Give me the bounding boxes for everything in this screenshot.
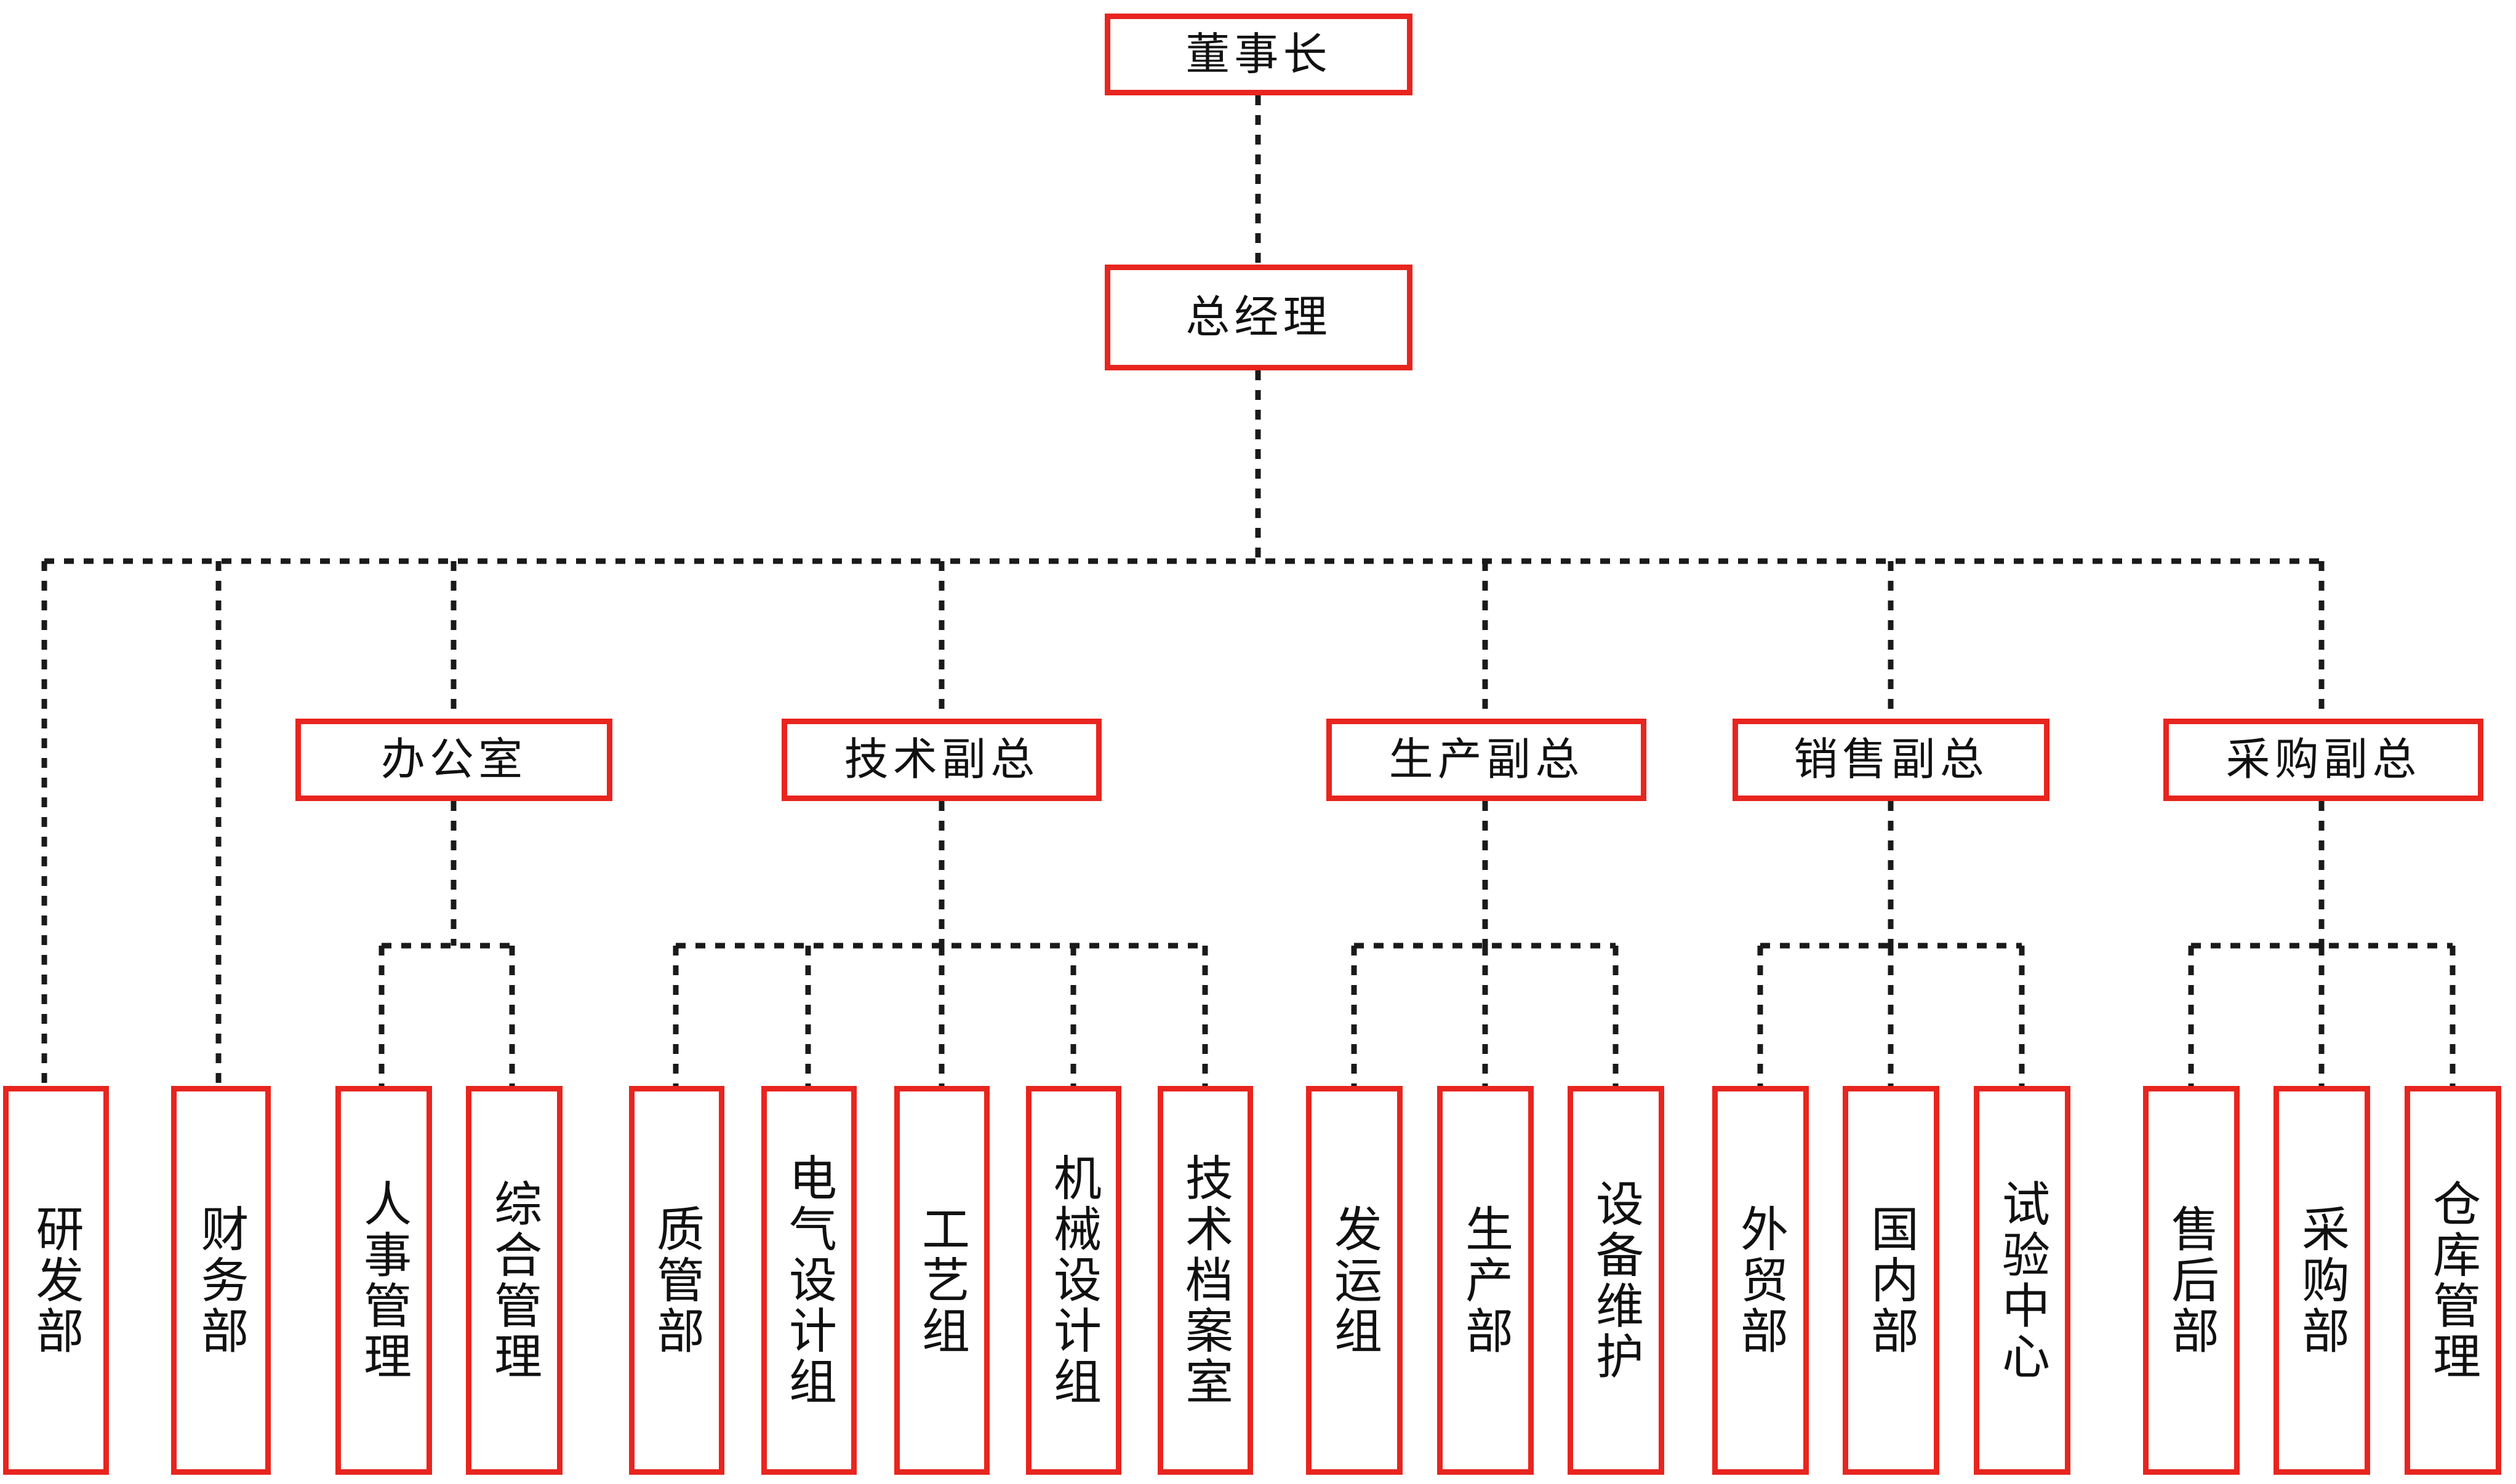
node-general-manager-label: 总经理: [1185, 293, 1332, 342]
node-electrical-design-label: 电气设计组: [782, 1153, 836, 1408]
node-quality-dept-label: 质管部: [650, 1203, 704, 1357]
node-process-group-label: 工艺组: [915, 1203, 969, 1357]
node-quality-dept[interactable]: 质管部: [629, 1086, 724, 1475]
node-purchasing-dept-label: 采购部: [2295, 1203, 2349, 1357]
node-general-mgmt[interactable]: 综合管理: [466, 1086, 563, 1475]
node-tech-archive[interactable]: 技术档案室: [1158, 1086, 1253, 1475]
node-sales-vp[interactable]: 销售副总: [1733, 719, 2049, 801]
node-tech-vp-label: 技术副总: [844, 735, 1040, 784]
node-general-manager[interactable]: 总经理: [1105, 265, 1412, 370]
node-after-sales[interactable]: 售后部: [2143, 1086, 2240, 1475]
node-purchasing-dept[interactable]: 采购部: [2274, 1086, 2370, 1475]
node-general-mgmt-label: 综合管理: [487, 1178, 542, 1382]
node-purchasing-vp-label: 采购副总: [2226, 735, 2421, 784]
node-shipping-group[interactable]: 发运组: [1306, 1086, 1403, 1475]
node-purchasing-vp[interactable]: 采购副总: [2163, 719, 2483, 801]
node-test-center-label: 试验中心: [1995, 1178, 2049, 1382]
node-tech-archive-label: 技术档案室: [1179, 1153, 1233, 1408]
node-foreign-trade-label: 外贸部: [1734, 1203, 1788, 1357]
node-tech-vp[interactable]: 技术副总: [782, 719, 1102, 801]
node-rd-dept[interactable]: 研发部: [3, 1086, 109, 1475]
node-after-sales-label: 售后部: [2165, 1203, 2219, 1357]
node-equipment-maintenance-label: 设备维护: [1589, 1178, 1643, 1382]
node-hr-mgmt[interactable]: 人事管理: [335, 1086, 432, 1475]
node-office-label: 办公室: [380, 735, 527, 784]
node-production-dept[interactable]: 生产部: [1437, 1086, 1534, 1475]
node-process-group[interactable]: 工艺组: [894, 1086, 990, 1475]
node-domestic-dept-label: 国内部: [1864, 1203, 1918, 1357]
node-office[interactable]: 办公室: [295, 719, 612, 801]
node-production-vp-label: 生产副总: [1388, 735, 1584, 784]
node-production-vp[interactable]: 生产副总: [1326, 719, 1646, 801]
node-domestic-dept[interactable]: 国内部: [1843, 1086, 1939, 1475]
node-finance-dept[interactable]: 财务部: [171, 1086, 271, 1475]
node-hr-mgmt-label: 人事管理: [357, 1178, 411, 1382]
node-mechanical-design[interactable]: 机械设计组: [1026, 1086, 1121, 1475]
node-warehouse-mgmt[interactable]: 仓库管理: [2405, 1086, 2501, 1475]
node-warehouse-mgmt-label: 仓库管理: [2426, 1178, 2480, 1382]
node-production-dept-label: 生产部: [1459, 1203, 1513, 1357]
node-chairman[interactable]: 董事长: [1105, 14, 1412, 95]
node-shipping-group-label: 发运组: [1328, 1203, 1382, 1357]
node-finance-dept-label: 财务部: [194, 1203, 248, 1357]
node-foreign-trade[interactable]: 外贸部: [1712, 1086, 1809, 1475]
node-sales-vp-label: 销售副总: [1793, 735, 1989, 784]
node-test-center[interactable]: 试验中心: [1974, 1086, 2070, 1475]
node-electrical-design[interactable]: 电气设计组: [761, 1086, 857, 1475]
node-equipment-maintenance[interactable]: 设备维护: [1568, 1086, 1664, 1475]
node-chairman-label: 董事长: [1185, 30, 1332, 79]
node-rd-dept-label: 研发部: [29, 1203, 83, 1357]
node-mechanical-design-label: 机械设计组: [1047, 1153, 1101, 1408]
